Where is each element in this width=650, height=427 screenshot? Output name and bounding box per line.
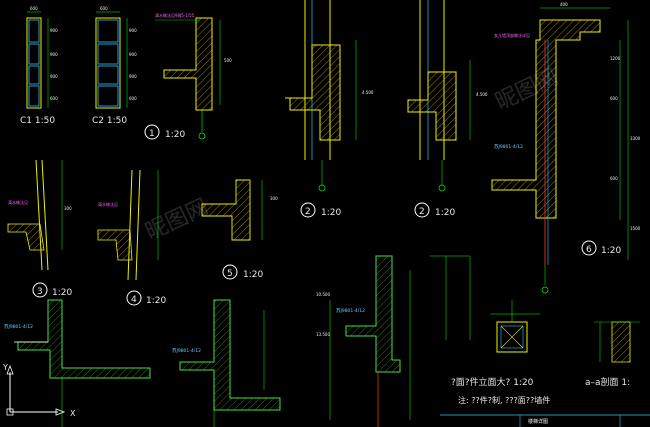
window-c1: 600 900 900 900 600 xyxy=(26,6,58,109)
detail-5-dim: 300 xyxy=(270,196,278,201)
c1-dim-1: 900 xyxy=(50,28,58,33)
detail-5-number: 5 xyxy=(227,269,233,279)
detail-3-dim: 300 xyxy=(64,206,72,211)
lower-left-ref: 苏J9801-4/12 xyxy=(4,323,33,330)
detail-6-dim-3: 3300 xyxy=(630,136,641,141)
c2-dim-3: 900 xyxy=(129,74,137,79)
window-c2: 600 900 900 900 600 xyxy=(95,6,137,109)
detail-4: 滴水做法见 xyxy=(97,169,159,281)
lower-right-ref: 苏J9801-4/12 xyxy=(336,307,365,314)
y-axis-label: Y xyxy=(2,363,8,372)
detail-2a-number: 2 xyxy=(305,207,311,217)
c2-label: C2 1:50 xyxy=(92,116,127,126)
detail-2a-marker: 2 1:20 xyxy=(300,202,341,218)
detail-2b-number: 2 xyxy=(419,207,425,217)
lower-section-mid: 苏J9801-4/12 xyxy=(172,299,281,427)
detail-4-marker: 4 1:20 xyxy=(126,290,166,306)
detail-6-note: 女儿墙顶部做法详见 xyxy=(494,32,530,38)
detail-4-number: 4 xyxy=(131,295,137,305)
detail-2a: 4.500 xyxy=(285,0,374,192)
title-block-text: 楼梯详图 xyxy=(528,418,548,425)
c1-dim-4: 600 xyxy=(50,96,58,101)
detail-6-dim-top: 400 xyxy=(560,2,568,7)
c1-dim-3: 900 xyxy=(50,74,58,79)
c2-dim-2: 900 xyxy=(129,52,137,57)
c2-dim-top: 600 xyxy=(100,6,108,11)
detail-2b-marker: 2 1:20 xyxy=(414,202,455,218)
ornament-detail xyxy=(430,255,540,353)
detail-6-dim-5: 1500 xyxy=(630,226,641,231)
detail-3: 滴水做法见 300 xyxy=(7,159,72,271)
c1-label: C1 1:50 xyxy=(20,116,55,126)
x-axis-label: X xyxy=(70,409,76,418)
detail-4-note: 滴水做法见 xyxy=(98,201,118,207)
detail-3-note: 滴水做法见 xyxy=(8,199,28,205)
section-label: a–a剖面 1: xyxy=(585,376,630,388)
detail-1-note: 滴水做法见98J5-1/55 xyxy=(155,12,195,18)
lower-section-left: 苏J9801-4/12 xyxy=(4,299,151,427)
detail-6-scale: 1:20 xyxy=(601,246,621,256)
detail-5-scale: 1:20 xyxy=(243,270,263,280)
svg-text:昵图网: 昵图网 xyxy=(142,195,212,246)
detail-6-number: 6 xyxy=(586,245,592,255)
lower-right-dim: 13.500 xyxy=(316,332,330,337)
detail-6-ref: 苏J9801-4/12 xyxy=(494,143,523,150)
title-block: 楼梯详图 xyxy=(440,414,650,427)
c2-dim-4: 600 xyxy=(129,96,137,101)
detail-2b-scale: 1:20 xyxy=(435,208,455,218)
detail-5: 300 xyxy=(201,179,278,241)
detail-1-marker: 1 1:20 xyxy=(144,124,185,140)
detail-1: 滴水做法见98J5-1/55 500 xyxy=(155,12,232,140)
detail-3-number: 3 xyxy=(37,287,43,297)
ornament-scale-label: ?面?件立面大? 1:20 xyxy=(451,376,534,388)
section-a-a xyxy=(594,321,640,363)
detail-2a-dim: 4.500 xyxy=(362,90,374,95)
detail-1-scale: 1:20 xyxy=(165,130,185,140)
c1-dim-2: 900 xyxy=(50,52,58,57)
ucs-axis-icon: Y X xyxy=(2,363,76,418)
c2-dim-1: 900 xyxy=(129,28,137,33)
bottom-note: 注: ??件?制, ???面??墙件 xyxy=(458,395,550,405)
detail-6: 400 1200 600 3300 600 1500 女儿墙顶部做法详见 苏J9… xyxy=(491,2,641,294)
detail-6-dim-1: 1200 xyxy=(610,56,621,61)
detail-2b: 4.500 xyxy=(407,0,488,192)
detail-1-number: 1 xyxy=(149,129,155,139)
detail-6-marker: 6 1:20 xyxy=(581,240,621,256)
detail-4-scale: 1:20 xyxy=(146,296,166,306)
lower-mid-ref: 苏J9801-4/12 xyxy=(172,347,201,354)
detail-3-marker: 3 1:20 xyxy=(32,282,72,298)
detail-3-scale: 1:20 xyxy=(52,288,72,298)
detail-6-dim-4: 600 xyxy=(610,176,618,181)
detail-2b-dim: 4.500 xyxy=(476,92,488,97)
lower-section-right: 苏J9801-4/12 10.500 13.500 xyxy=(316,255,411,427)
c1-dim-top: 600 xyxy=(30,6,38,11)
detail-6-dim-2: 600 xyxy=(610,96,618,101)
detail-2a-scale: 1:20 xyxy=(321,208,341,218)
detail-1-dim: 500 xyxy=(224,58,232,63)
lower-mid-dim: 10.500 xyxy=(316,292,330,297)
detail-5-marker: 5 1:20 xyxy=(222,264,263,280)
